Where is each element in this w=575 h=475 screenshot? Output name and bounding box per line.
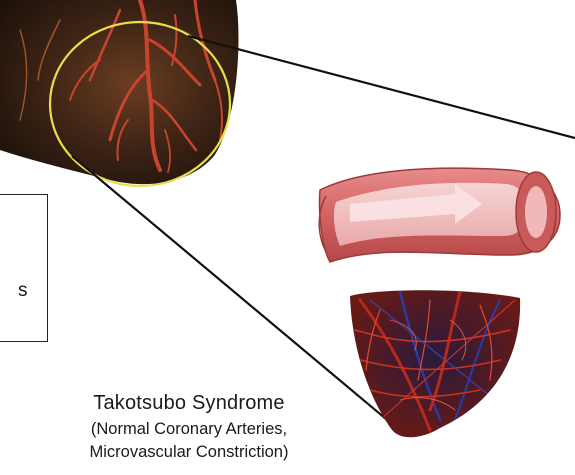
artery-cross-section-illustration bbox=[319, 168, 560, 262]
caption-line-3: Microvascular Constriction) bbox=[34, 443, 344, 462]
connector-line-top bbox=[188, 36, 575, 138]
partial-label-box bbox=[0, 194, 48, 342]
caption-line-2: (Normal Coronary Arteries, bbox=[34, 420, 344, 439]
partial-box-text: s bbox=[18, 280, 28, 302]
caption-title: Takotsubo Syndrome bbox=[34, 392, 344, 415]
microvascular-cast-illustration bbox=[350, 290, 520, 437]
heart-illustration bbox=[0, 0, 238, 186]
